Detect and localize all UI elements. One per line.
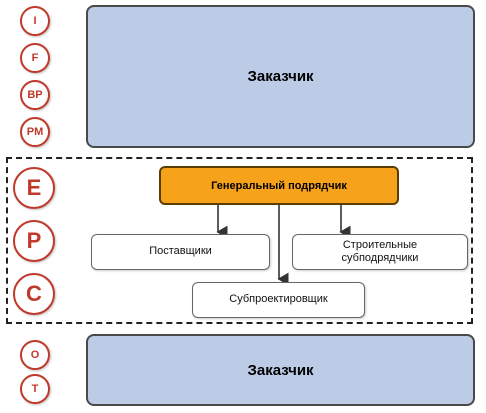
suppliers-box: Поставщики <box>91 234 270 270</box>
phase-circle-t: T <box>20 374 50 404</box>
customer-panel-top: Заказчик <box>86 5 475 148</box>
customer-label-bottom: Заказчик <box>247 361 314 379</box>
phase-label: T <box>31 383 39 395</box>
general-contractor-box: Генеральный подрядчик <box>159 166 399 205</box>
phase-label: E <box>26 175 42 200</box>
phase-label: C <box>26 281 42 306</box>
customer-label-top: Заказчик <box>247 68 314 85</box>
construction-subcontractors-label: Строительные субподрядчики <box>341 238 419 264</box>
phase-label: BP <box>27 89 43 101</box>
construction-subcontractors-box: Строительные субподрядчики <box>292 234 468 270</box>
subdesigner-box: Субпроектировщик <box>192 282 365 318</box>
phase-circle-i: I <box>20 6 50 36</box>
phase-circle-p: P <box>13 220 55 262</box>
phase-label: F <box>31 52 39 64</box>
phase-circle-c: C <box>13 273 55 315</box>
customer-panel-bottom: Заказчик <box>86 334 475 406</box>
phase-circle-o: O <box>20 340 50 370</box>
phase-label: I <box>33 15 37 27</box>
phase-label: O <box>30 349 40 361</box>
subdesigner-label: Субпроектировщик <box>229 293 328 306</box>
phase-circle-pm: PM <box>20 117 50 147</box>
epc-region <box>6 157 473 324</box>
phase-circle-e: E <box>13 167 55 209</box>
suppliers-label: Поставщики <box>149 245 212 258</box>
general-contractor-label: Генеральный подрядчик <box>211 179 347 192</box>
phase-label: P <box>26 228 42 253</box>
phase-circle-bp: BP <box>20 80 50 110</box>
phase-label: PM <box>26 126 44 138</box>
phase-circle-f: F <box>20 43 50 73</box>
